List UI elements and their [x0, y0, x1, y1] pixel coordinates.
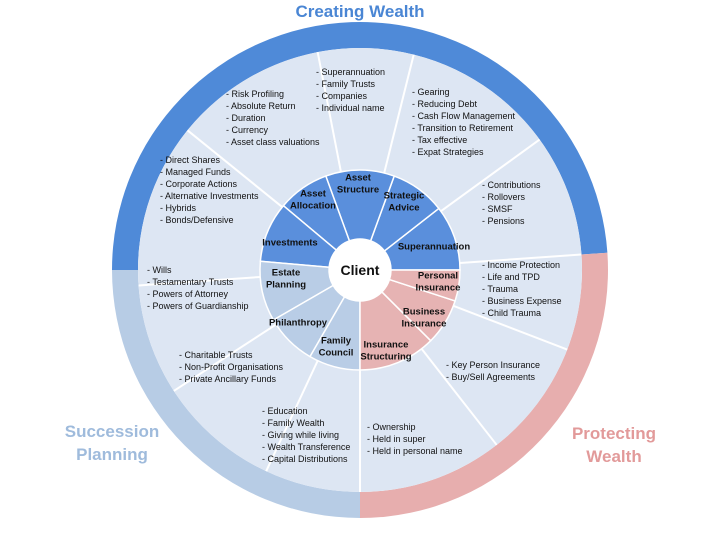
segment-item-list: - Education- Family Wealth- Giving while… [262, 406, 350, 464]
panel-divider [440, 138, 541, 213]
succession-ring [112, 270, 360, 518]
segment-item-list: - Direct Shares- Managed Funds- Corporat… [160, 155, 259, 225]
panel-divider [383, 54, 415, 174]
segment-item-list: - Wills- Testamentary Trusts- Powers of … [147, 265, 249, 311]
client-hub [329, 239, 391, 301]
segment-item-list: - Risk Profiling- Absolute Return- Durat… [226, 89, 320, 147]
protecting-ring [360, 252, 608, 519]
segment-label: Investments [262, 238, 317, 249]
segment-item-list: - Income Protection- Life and TPD- Traum… [482, 260, 562, 318]
protecting-title-line-1: Protecting [571, 424, 657, 443]
panel-divider [138, 275, 261, 287]
segment-item-list: - Key Person Insurance- Buy/Sell Agreeme… [446, 360, 540, 382]
succession-title-line-1: Succession [64, 422, 160, 441]
segment-item-list: - Ownership- Held in super- Held in pers… [367, 422, 463, 456]
segment-label: Superannuation [398, 242, 471, 253]
client-label: Client [341, 262, 380, 278]
segment-item-list: - Gearing- Reducing Debt- Cash Flow Mana… [412, 87, 516, 157]
protecting-title-line-2: Wealth [586, 447, 642, 466]
succession-title-line-2: Planning [76, 445, 148, 464]
segment-item-list: - Contributions- Rollovers- SMSF- Pensio… [482, 180, 541, 226]
panel-divider [316, 51, 342, 173]
panel-divider [186, 129, 283, 208]
creating-ring [112, 22, 608, 271]
panel-divider [265, 360, 319, 472]
panel-divider [459, 253, 582, 265]
segment-item-list: - Superannuation- Family Trusts- Compani… [316, 67, 385, 113]
segment-label: Philanthropy [269, 318, 328, 329]
panel-divider [452, 304, 568, 351]
panel-divider [420, 348, 498, 446]
creating-wealth-title: Creating Wealth [295, 2, 425, 21]
panel-divider [173, 323, 277, 392]
protecting-wealth-title: Protecting Wealth [556, 422, 672, 468]
segment-item-list: - Charitable Trusts- Non-Profit Organisa… [179, 350, 284, 384]
succession-planning-title: Succession Planning [52, 420, 172, 466]
